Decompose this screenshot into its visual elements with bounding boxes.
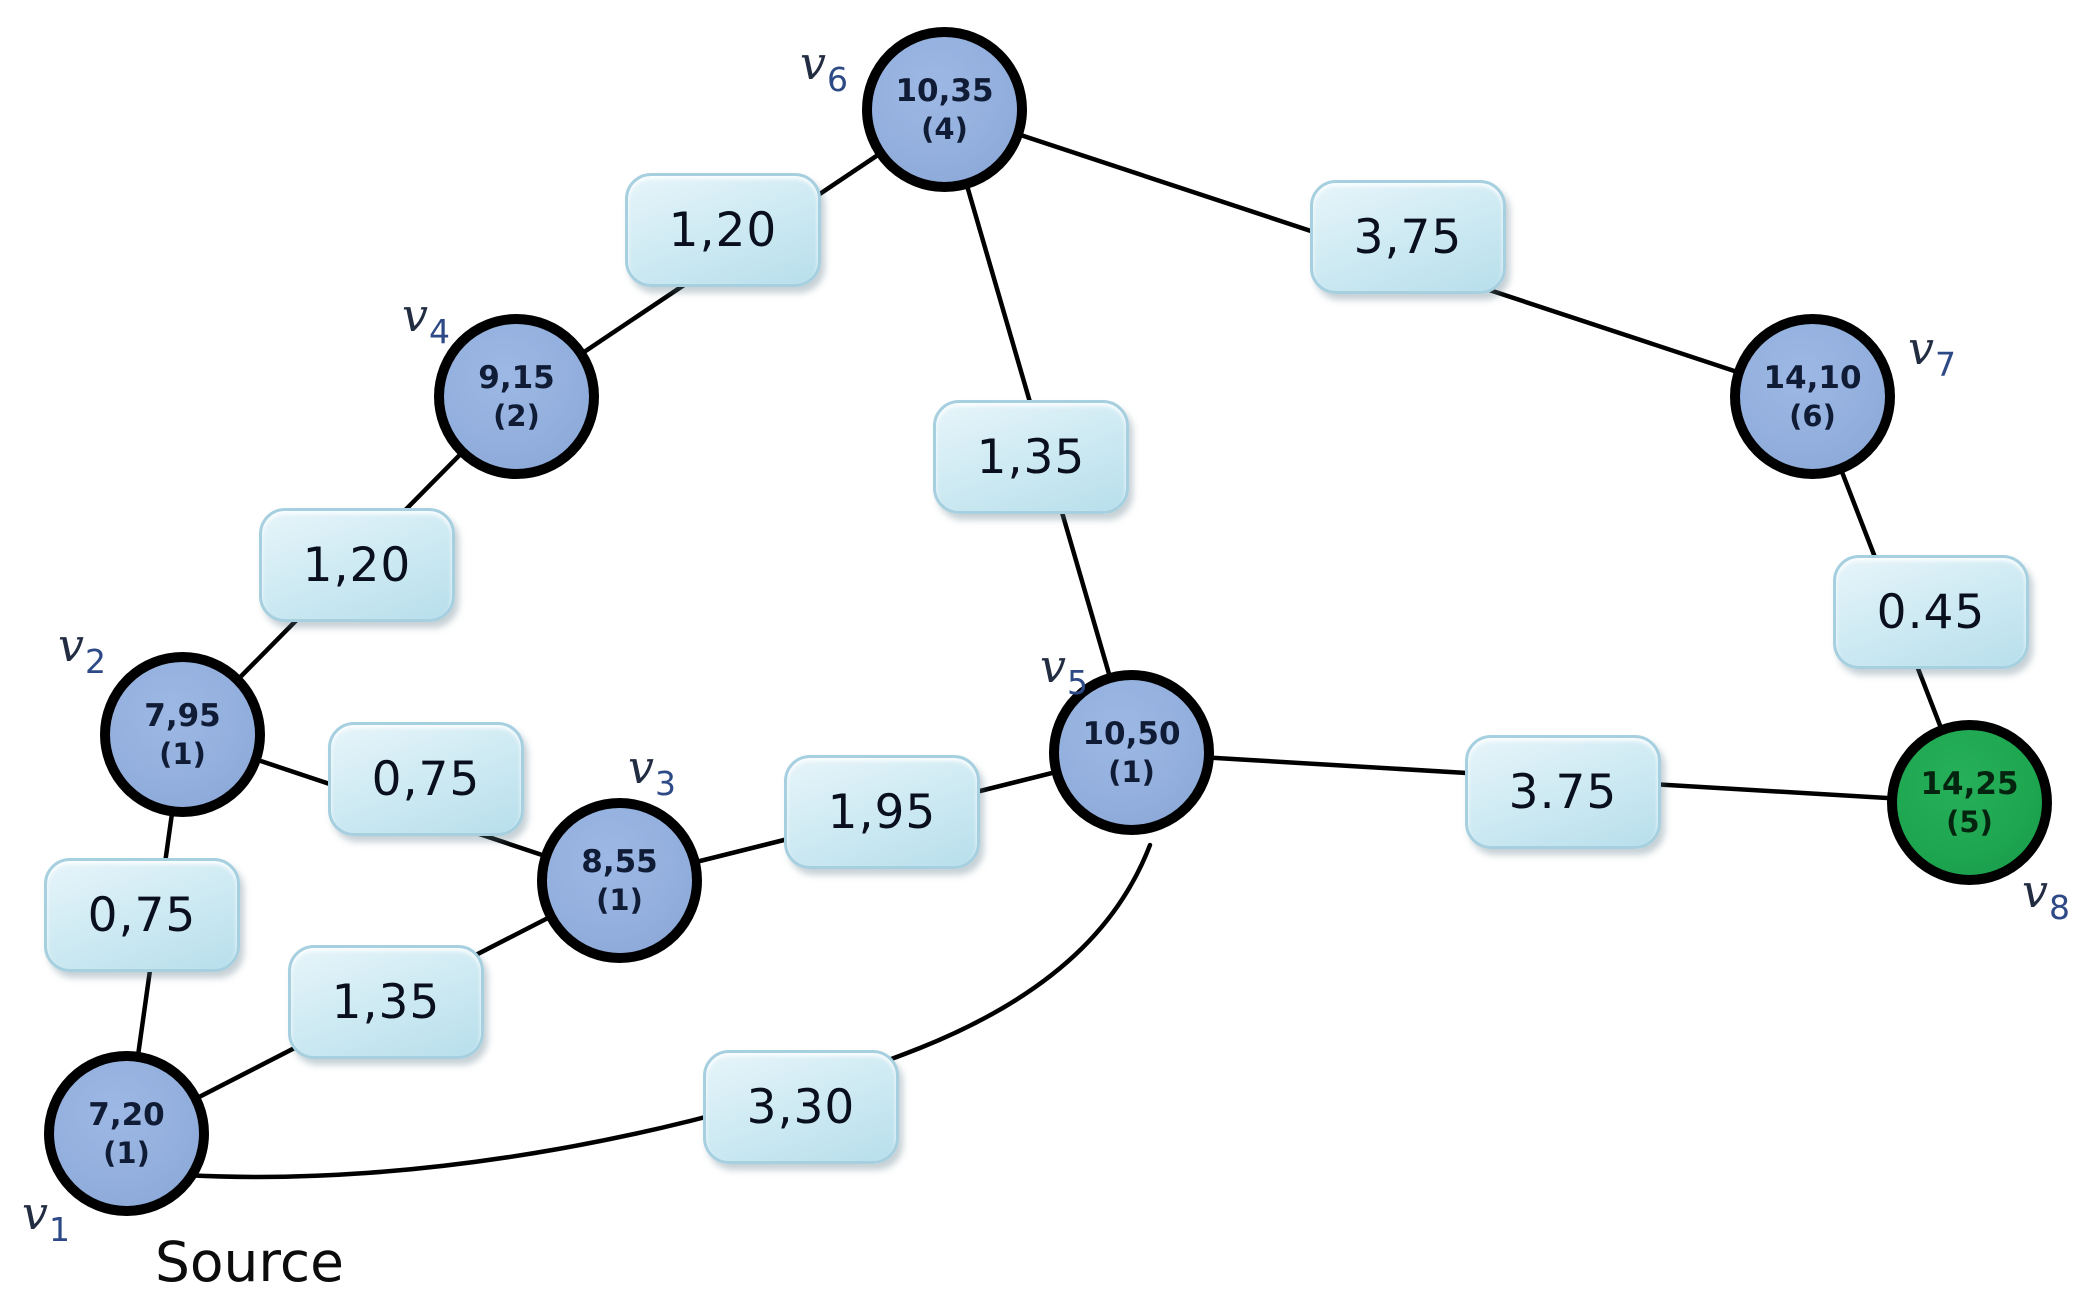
edge-weight-v2-v3: 0,75 (328, 722, 524, 836)
node-value: 14,25 (1920, 765, 2019, 802)
edge-weight-text: 1,20 (302, 537, 412, 593)
vertex-subscript: 5 (1067, 663, 1088, 702)
node-value: 8,55 (581, 843, 658, 880)
edge-weight-v1-v2: 0,75 (44, 858, 240, 972)
vertex-letter: v (58, 618, 84, 672)
vertex-letter: v (2022, 864, 2048, 918)
vertex-subscript: 2 (85, 642, 106, 681)
vertex-subscript: 4 (429, 312, 450, 351)
edge-weight-v4-v6: 1,20 (625, 173, 821, 287)
node-order: (4) (921, 111, 968, 146)
vertex-letter: v (1040, 639, 1066, 693)
vertex-label-v2: v2 (58, 622, 106, 678)
vertex-subscript: 1 (49, 1210, 70, 1249)
node-v4: 9,15 (2) (434, 314, 599, 479)
vertex-letter: v (800, 36, 826, 90)
edge-weight-v1-v5: 3,30 (703, 1050, 899, 1164)
vertex-subscript: 6 (827, 60, 848, 99)
vertex-letter: v (402, 288, 428, 342)
vertex-label-v7: v7 (1908, 325, 1956, 381)
edge-weight-text: 3.75 (1508, 764, 1618, 820)
vertex-label-v1: v1 (22, 1190, 70, 1246)
edge-weight-text: 1,35 (331, 974, 441, 1030)
node-v2: 7,95 (1) (100, 652, 265, 817)
edge-weight-text: 1,95 (827, 784, 937, 840)
edge-weight-v7-v8: 0.45 (1833, 555, 2029, 669)
edge-weight-text: 0,75 (87, 887, 197, 943)
vertex-label-v5: v5 (1040, 643, 1088, 699)
edge-weight-v1-v3: 1,35 (288, 945, 484, 1059)
edge-weight-text: 1,35 (976, 429, 1086, 485)
vertex-label-v6: v6 (800, 40, 848, 96)
vertex-letter: v (22, 1186, 48, 1240)
edge-weight-text: 3,30 (746, 1079, 856, 1135)
vertex-subscript: 8 (2049, 888, 2070, 927)
node-value: 10,35 (895, 72, 994, 109)
node-v3: 8,55 (1) (537, 798, 702, 963)
vertex-subscript: 7 (1935, 345, 1956, 384)
edge-weight-v6-v7: 3,75 (1310, 180, 1506, 294)
node-order: (6) (1789, 398, 1836, 433)
node-order: (1) (159, 736, 206, 771)
vertex-subscript: 3 (655, 764, 676, 803)
edge-weight-text: 0.45 (1876, 584, 1986, 640)
node-value: 10,50 (1082, 715, 1181, 752)
node-v1: 7,20 (1) (44, 1051, 209, 1216)
edge-weight-text: 0,75 (371, 751, 481, 807)
node-value: 14,10 (1763, 359, 1862, 396)
vertex-letter: v (628, 740, 654, 794)
node-order: (1) (1108, 754, 1155, 789)
node-order: (1) (596, 882, 643, 917)
edge-weight-text: 3,75 (1353, 209, 1463, 265)
node-value: 7,20 (88, 1096, 165, 1133)
node-value: 9,15 (478, 359, 555, 396)
source-label: Source (155, 1230, 344, 1294)
vertex-letter: v (1908, 321, 1934, 375)
edge-weight-v5-v8: 3.75 (1465, 735, 1661, 849)
edge-weight-v2-v4: 1,20 (259, 508, 455, 622)
node-order: (1) (103, 1135, 150, 1170)
node-order: (5) (1946, 804, 1993, 839)
node-v7: 14,10 (6) (1730, 314, 1895, 479)
node-v8-target: 14,25 (5) (1887, 720, 2052, 885)
node-value: 7,95 (144, 697, 221, 734)
edge-weight-v3-v5: 1,95 (784, 755, 980, 869)
node-v6: 10,35 (4) (862, 27, 1027, 192)
edge-weight-text: 1,20 (668, 202, 778, 258)
vertex-label-v3: v3 (628, 744, 676, 800)
edge-weight-v6-v5: 1,35 (933, 400, 1129, 514)
node-order: (2) (493, 398, 540, 433)
vertex-label-v4: v4 (402, 292, 450, 348)
vertex-label-v8: v8 (2022, 868, 2070, 924)
node-v5: 10,50 (1) (1049, 670, 1214, 835)
